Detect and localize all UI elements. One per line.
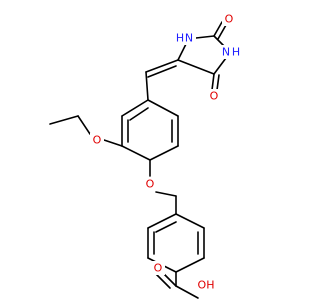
atom-o-c4: O [210, 90, 219, 103]
bond-n1-c2 [195, 35, 215, 39]
atom-labels: N H N H O O O O O OH [90, 12, 240, 292]
bond-c4-o-double [216, 74, 220, 91]
label-bg-oh [195, 278, 217, 292]
bond-o-ch2-ether [155, 191, 177, 197]
ether-linkage [149, 159, 177, 215]
atom-oh-acid: OH [198, 279, 215, 292]
atom-n3: N [222, 46, 230, 59]
bond-lr-f [147, 213, 177, 229]
label-bg-n3 [219, 45, 233, 59]
bond-c-oh [175, 285, 199, 299]
bond-o-ch2 [77, 115, 91, 135]
label-bg-o-ethoxy [90, 133, 104, 147]
bond-ring-f-inner [129, 107, 149, 121]
bond-c2-n3 [213, 35, 225, 47]
bond-c2-o-double [217, 24, 227, 40]
label-bg-o-ether [143, 177, 157, 191]
atom-o-c2: O [225, 13, 234, 26]
atom-h-n1: H [176, 32, 184, 45]
bond-exo-double-b [147, 65, 177, 78]
structure-diagram: N H N H O O O O O OH [49, 12, 240, 299]
bond-ring-c [149, 145, 179, 161]
bond-c2-o [213, 21, 223, 37]
central-benzene-ring [121, 99, 179, 161]
bond-c4-o [211, 73, 215, 91]
methylidene-link [145, 59, 179, 101]
bond-ring-o-ethoxy [103, 139, 123, 147]
atom-h-n3: H [232, 46, 240, 59]
bond-c-o-double [155, 273, 171, 289]
label-bg-o-c4 [207, 89, 221, 103]
bond-lr-c [175, 257, 205, 273]
atom-o-ethoxy: O [93, 134, 102, 147]
hydantoin-ring [177, 21, 227, 91]
bond-c5-n1 [177, 43, 187, 61]
ethoxy-group [49, 115, 123, 147]
bond-lr-a [175, 213, 205, 229]
bond-ring-a [147, 99, 179, 117]
bond-lr-f-inner [155, 221, 177, 233]
label-bg-o-top [222, 12, 236, 26]
bond-n3-c4 [213, 57, 227, 75]
bond-ring-d [121, 145, 151, 161]
atom-o-ether: O [146, 178, 155, 191]
atom-o-acid: O [154, 262, 163, 275]
bond-exo-double-a [145, 59, 179, 73]
bond-ch-ring [145, 71, 149, 101]
molecule-canvas: N H N H O O O O O OH [49, 12, 240, 299]
bond-ch2-ch3 [49, 115, 79, 125]
bond-c4-c5 [177, 59, 215, 75]
label-bg-o-acid [151, 261, 165, 275]
atom-n1: N [185, 32, 193, 45]
label-bg-n1 [182, 31, 196, 45]
bond-ring-f [121, 99, 149, 117]
